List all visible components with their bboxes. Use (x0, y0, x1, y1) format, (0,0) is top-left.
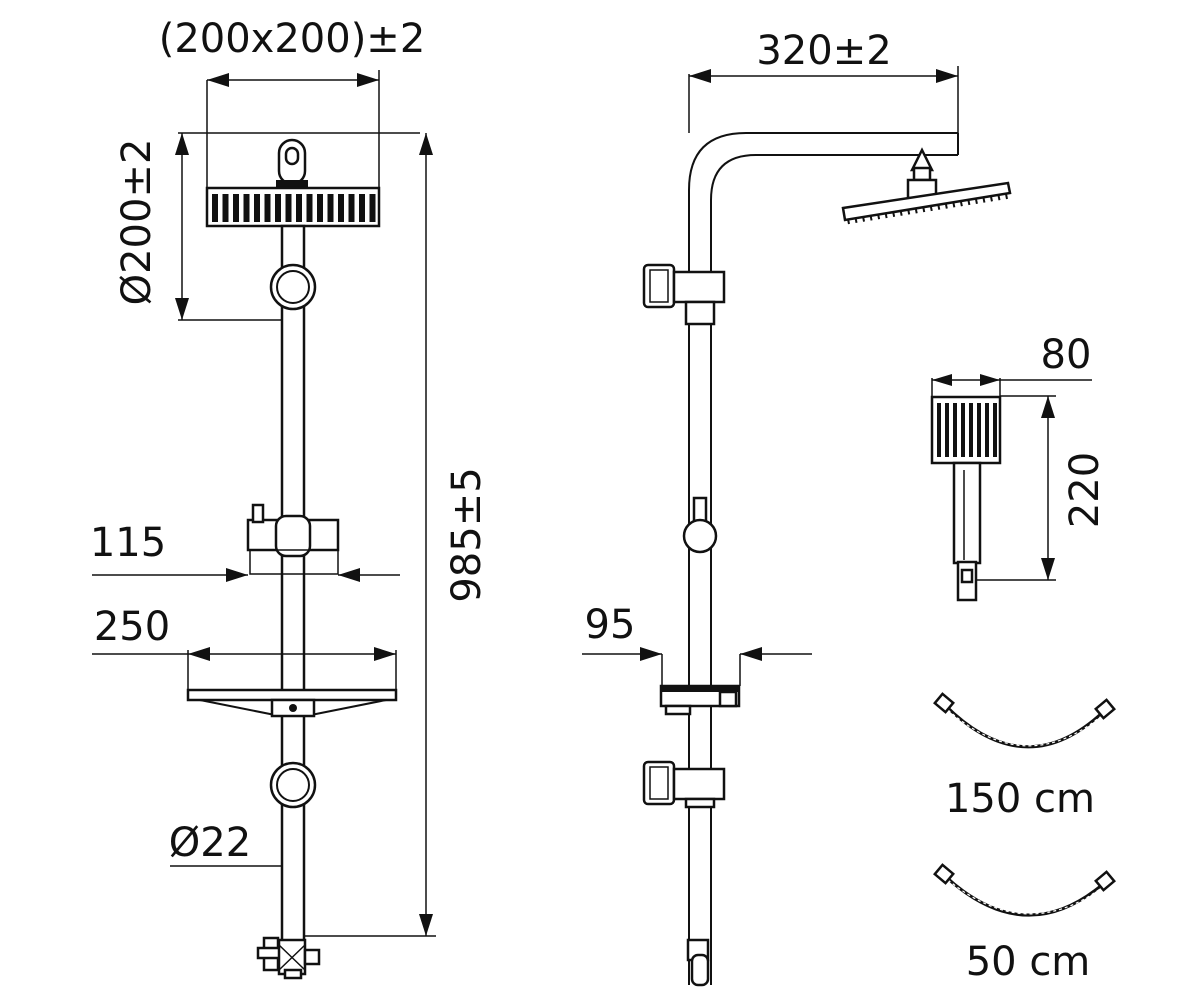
side-lower-bracket (642, 760, 726, 809)
side-head-nozzle (847, 218, 850, 225)
dim-side-holder-width-label: 95 (585, 602, 636, 648)
head-nozzle-row (243, 194, 250, 222)
side-head-connector (906, 147, 938, 200)
dim-head-size-label: (200x200)±2 (159, 16, 426, 62)
head-nozzle-row (359, 194, 365, 222)
head-nozzle-row (285, 194, 292, 222)
front-shower-head (205, 186, 381, 228)
front-rail (280, 224, 306, 944)
dim-head-diameter-label: Ø200±2 (114, 139, 160, 306)
side-rail-arm (688, 132, 959, 985)
head-nozzle-row (348, 194, 355, 222)
side-head-nozzle (907, 209, 911, 215)
side-diverter (686, 938, 710, 987)
hand-nozzle-row (945, 403, 949, 457)
head-nozzle-row (369, 194, 376, 222)
dim-head-diameter: Ø200±2 (114, 132, 420, 321)
front-lower-bracket (269, 761, 317, 809)
side-shelf (659, 684, 741, 716)
side-shower-head (841, 181, 1012, 225)
dim-hand-shower-width-label: 80 (1041, 332, 1092, 378)
side-head-nozzle (982, 197, 986, 203)
head-nozzle-row (296, 194, 302, 222)
dim-arm-length: 320±2 (688, 28, 959, 133)
front-holder (246, 503, 340, 575)
front-head-connector (276, 138, 308, 190)
dim-hand-shower-length: 220 (976, 395, 1108, 581)
side-head-nozzle (959, 200, 963, 207)
side-head-nozzle (967, 199, 971, 206)
front-upper-bracket (269, 263, 317, 311)
front-view: (200x200)±2 Ø200±2 985±5 115 (90, 16, 490, 980)
side-head-nozzle (892, 211, 896, 218)
side-head-nozzle (854, 217, 858, 224)
head-nozzle-row (275, 194, 281, 222)
dim-holder-width-label: 115 (90, 520, 166, 566)
hose-150: 150 cm (933, 692, 1116, 822)
dim-head-size: (200x200)±2 (159, 16, 426, 188)
dim-side-holder-width: 95 (582, 602, 812, 686)
head-nozzle-row (317, 194, 323, 222)
hand-nozzle-row (969, 403, 973, 457)
dim-hand-shower-length-label: 220 (1062, 452, 1108, 528)
side-head-nozzle (929, 205, 933, 212)
side-head-nozzle (989, 196, 993, 202)
dim-holder-width: 115 (90, 520, 400, 582)
hose-50: 50 cm (933, 863, 1116, 985)
head-nozzle-row (222, 194, 229, 222)
dim-shelf-width: 250 (92, 604, 397, 690)
front-diverter (256, 936, 321, 980)
hand-nozzle-row (977, 403, 981, 457)
front-shelf (186, 688, 398, 718)
hose-150-label: 150 cm (945, 776, 1095, 822)
side-head-nozzle (922, 206, 926, 213)
dim-total-height-label: 985±5 (444, 467, 490, 602)
side-head-nozzle (1005, 193, 1008, 200)
hand-nozzle-row (993, 403, 997, 457)
side-head-nozzle (877, 214, 881, 220)
side-view: 320±2 95 (582, 28, 1012, 987)
dim-hand-shower-width: 80 (931, 332, 1092, 397)
side-head-nozzle (884, 212, 888, 219)
head-nozzle-row (306, 194, 313, 222)
side-head-nozzle (944, 203, 948, 209)
side-head-nozzle (974, 198, 978, 204)
hand-nozzle-row (953, 403, 957, 457)
dim-shelf-width-label: 250 (94, 604, 170, 650)
head-nozzle-row (327, 194, 334, 222)
side-head-nozzle (997, 194, 1001, 201)
side-head-nozzle (862, 216, 866, 222)
side-head-nozzle (914, 208, 918, 214)
side-holder (682, 496, 718, 554)
side-head-nozzle (937, 204, 941, 210)
head-nozzle-row (254, 194, 260, 222)
hose-50-label: 50 cm (966, 939, 1091, 985)
dim-total-height: 985±5 (304, 133, 490, 937)
hand-nozzle-row (985, 403, 989, 457)
side-head-nozzle (952, 202, 956, 208)
head-nozzle-row (233, 194, 239, 222)
head-nozzle-row (212, 194, 218, 222)
dim-pipe-diameter: Ø22 (169, 820, 282, 867)
side-head-nozzle (899, 210, 903, 216)
hand-nozzle-row (961, 403, 965, 457)
dim-pipe-diameter-label: Ø22 (169, 820, 251, 866)
head-nozzle-row (338, 194, 344, 222)
side-upper-bracket (642, 263, 726, 326)
hand-nozzle-row (937, 403, 941, 457)
hand-shower: 80 220 (930, 332, 1108, 602)
dim-arm-length-label: 320±2 (756, 28, 891, 74)
side-head-nozzle (869, 215, 873, 221)
head-nozzle-row (264, 194, 271, 222)
